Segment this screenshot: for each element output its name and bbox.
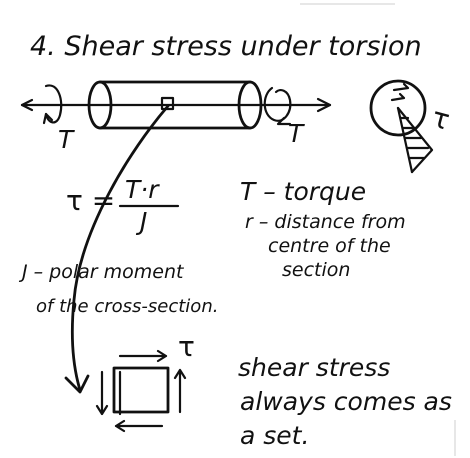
tau-circle-label: τ (428, 101, 453, 137)
axis-arrowhead (316, 97, 332, 113)
surface-element (160, 96, 175, 111)
def-polar-2: of the cross-section. (36, 296, 218, 317)
def-distance-3: section (282, 259, 350, 281)
def-distance-1: r – distance from (245, 211, 406, 233)
note-line-3: a set. (240, 421, 309, 450)
page-title: 4. Shear stress under torsion (30, 31, 422, 62)
torque-right-arrow: T (263, 86, 305, 148)
axis-arrowtail (20, 98, 34, 112)
formula-lhs: τ = (66, 184, 115, 217)
torque-left-label: T (58, 125, 75, 154)
stress-triangle (396, 106, 434, 174)
bottom-shear-arrow (114, 419, 164, 433)
stress-element: τ (95, 330, 195, 433)
detail-arrow (70, 104, 170, 392)
shear-formula: τ = T·r J (66, 175, 180, 236)
detail-arrowhead (64, 374, 90, 394)
formula-denominator: J (135, 207, 147, 236)
section-circle (369, 79, 427, 137)
cross-section: τ (369, 79, 453, 174)
formula-numerator: T·r (125, 175, 160, 204)
torque-right-label: T (288, 119, 305, 148)
left-shear-arrow (95, 370, 109, 416)
def-distance-2: centre of the (268, 235, 391, 257)
def-polar-1: J – polar moment (18, 261, 185, 283)
note-line-2: always comes as (240, 387, 452, 416)
stress-hatch (399, 116, 430, 160)
shaft-left-end (87, 80, 113, 130)
element-square (112, 366, 170, 414)
right-shear-arrow (173, 368, 187, 414)
tau-element-label: τ (178, 330, 195, 363)
def-torque: T – torque (240, 177, 366, 206)
shaft-right-end (237, 80, 263, 130)
note-line-1: shear stress (238, 353, 390, 382)
top-shear-arrow (118, 349, 168, 363)
shaft (20, 80, 332, 130)
torque-left-arrow: T (42, 84, 75, 154)
